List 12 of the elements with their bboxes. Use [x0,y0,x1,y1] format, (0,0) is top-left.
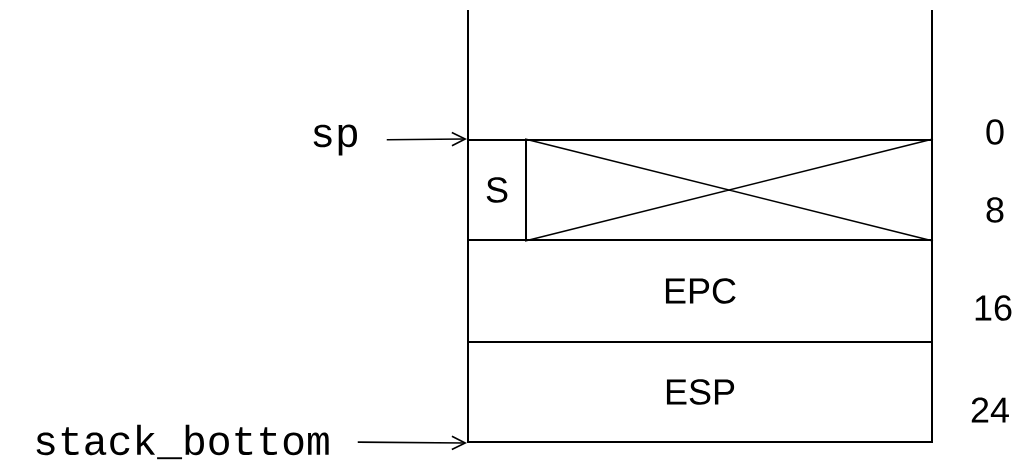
pointer-label: stack_bottom [36,424,329,460]
stack-slot: EPC [467,239,933,343]
stack-slot: S [467,139,527,241]
stack-slot: ESP [467,341,933,443]
offset-label: 24 [971,397,1009,423]
arrow [356,435,467,451]
pointer-label: sp [313,124,357,156]
offset-label: 16 [975,295,1012,321]
offset-label: 8 [986,197,1004,223]
offset-label: 0 [986,119,1004,145]
unused-slot [524,138,934,242]
arrow [385,131,467,147]
